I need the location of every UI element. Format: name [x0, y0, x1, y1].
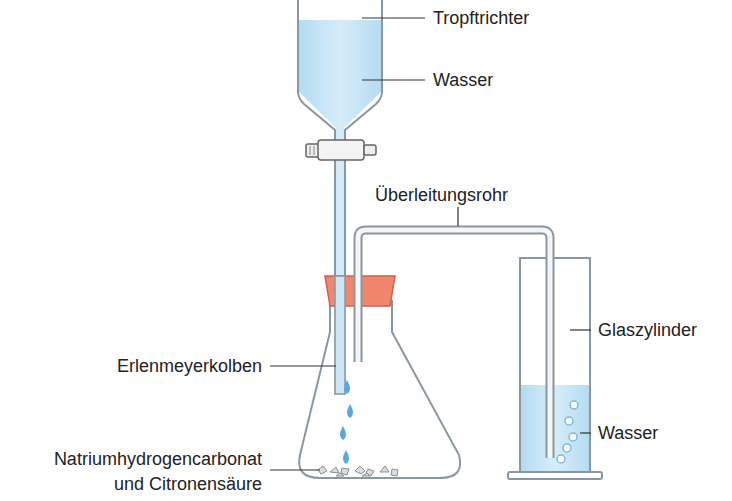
part-label: Wasser: [433, 69, 493, 91]
stopcock: [306, 140, 376, 160]
part-label: Erlenmeyerkolben: [117, 355, 262, 377]
cylinder-base: [508, 472, 602, 479]
cylinder-water: [521, 385, 589, 472]
water-drops: [340, 380, 353, 464]
part-label: Glaszylinder: [598, 319, 697, 341]
part-label: Überleitungsrohr: [375, 184, 508, 206]
part-label: Tropftrichter: [433, 7, 529, 29]
part-label: Wasser: [598, 422, 658, 444]
part-label: Natriumhydrogencarbonat und Citronensäur…: [27, 447, 262, 497]
transfer-tube-inner: [358, 230, 550, 458]
gas-bubbles: [557, 401, 578, 463]
funnel-stem: [335, 276, 345, 394]
transfer-tube: [358, 230, 550, 458]
erlenmeyer-flask: [299, 300, 460, 478]
glass-cylinder: [520, 258, 590, 473]
leader-lines: [270, 18, 591, 470]
solid-mixture: [318, 466, 398, 476]
